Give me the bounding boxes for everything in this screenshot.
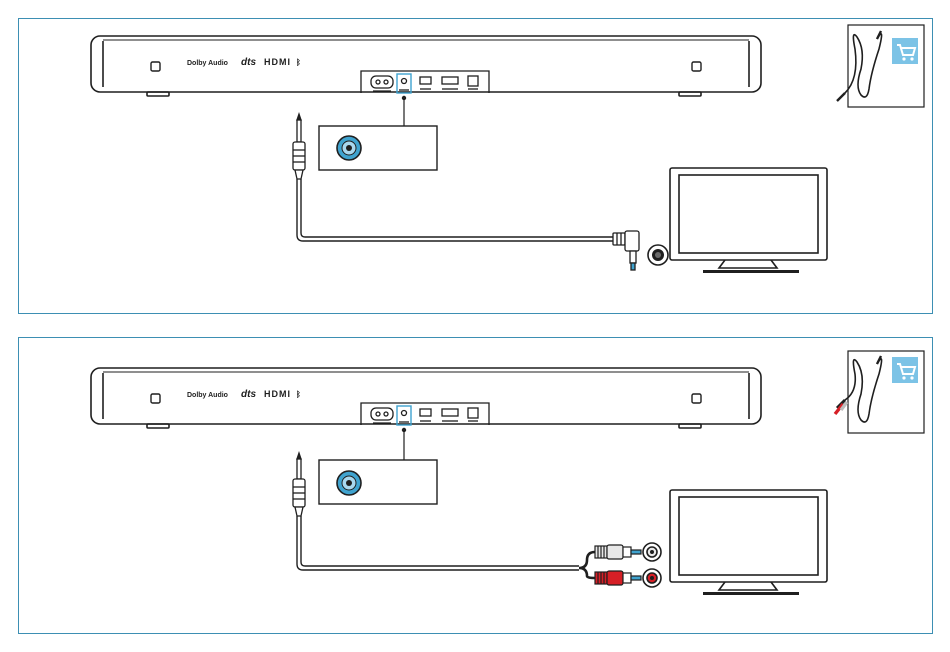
right-button-icon <box>692 62 701 71</box>
optical-port-icon <box>468 76 478 86</box>
rca-cable-diagram: Dolby Audio dts HDMI ᛒ <box>19 338 932 633</box>
dts-logo: dts <box>241 389 256 400</box>
tv <box>670 168 827 273</box>
optical-port-icon <box>468 408 478 418</box>
rear-port-panel <box>361 71 489 93</box>
left-button-icon <box>151 62 160 71</box>
hdmi-arc-port-icon <box>442 77 458 84</box>
bluetooth-icon: ᛒ <box>296 390 301 399</box>
dolby-audio-logo: Dolby Audio <box>187 60 228 67</box>
tv-rca-jack-white-icon <box>643 543 661 561</box>
connection-panel-rca-cable: Dolby Audio dts HDMI ᛒ <box>18 337 933 634</box>
rear-port-panel <box>361 403 489 425</box>
rca-plug-white <box>595 545 641 559</box>
bluetooth-icon: ᛒ <box>296 58 301 67</box>
dolby-audio-logo: Dolby Audio <box>187 392 228 399</box>
power-port-icon <box>371 408 393 420</box>
connection-panel-aux-cable: Dolby Audio dts HDMI ᛒ <box>18 18 933 314</box>
aux-plug-soundbar-end <box>293 453 305 516</box>
hdmi-logo: HDMI <box>264 389 291 399</box>
shopping-cart-icon[interactable] <box>892 38 918 64</box>
right-button-icon <box>692 394 701 403</box>
tv <box>670 490 827 595</box>
usb-port-icon <box>420 409 431 416</box>
left-button-icon <box>151 394 160 403</box>
hdmi-logo: HDMI <box>264 57 291 67</box>
aux-jack-zoom-icon <box>337 136 361 160</box>
aux-plug-tv-end <box>613 231 639 270</box>
accessory-thumbnail-aux-cable[interactable] <box>837 25 924 107</box>
aux-cable-diagram: Dolby Audio dts HDMI ᛒ <box>19 19 932 313</box>
rca-cable <box>297 516 579 570</box>
power-port-icon <box>371 76 393 88</box>
dts-logo: dts <box>241 57 256 68</box>
rca-plug-red <box>595 571 641 585</box>
tv-headphone-jack-icon <box>648 245 668 265</box>
accessory-thumbnail-rca-cable[interactable] <box>835 351 924 433</box>
aux-jack-zoom-icon <box>337 471 361 495</box>
hdmi-arc-port-icon <box>442 409 458 416</box>
usb-port-icon <box>420 77 431 84</box>
shopping-cart-icon[interactable] <box>892 357 918 383</box>
tv-rca-jack-red-icon <box>643 569 661 587</box>
aux-plug-soundbar-end <box>293 114 305 179</box>
aux-cable <box>297 179 613 241</box>
